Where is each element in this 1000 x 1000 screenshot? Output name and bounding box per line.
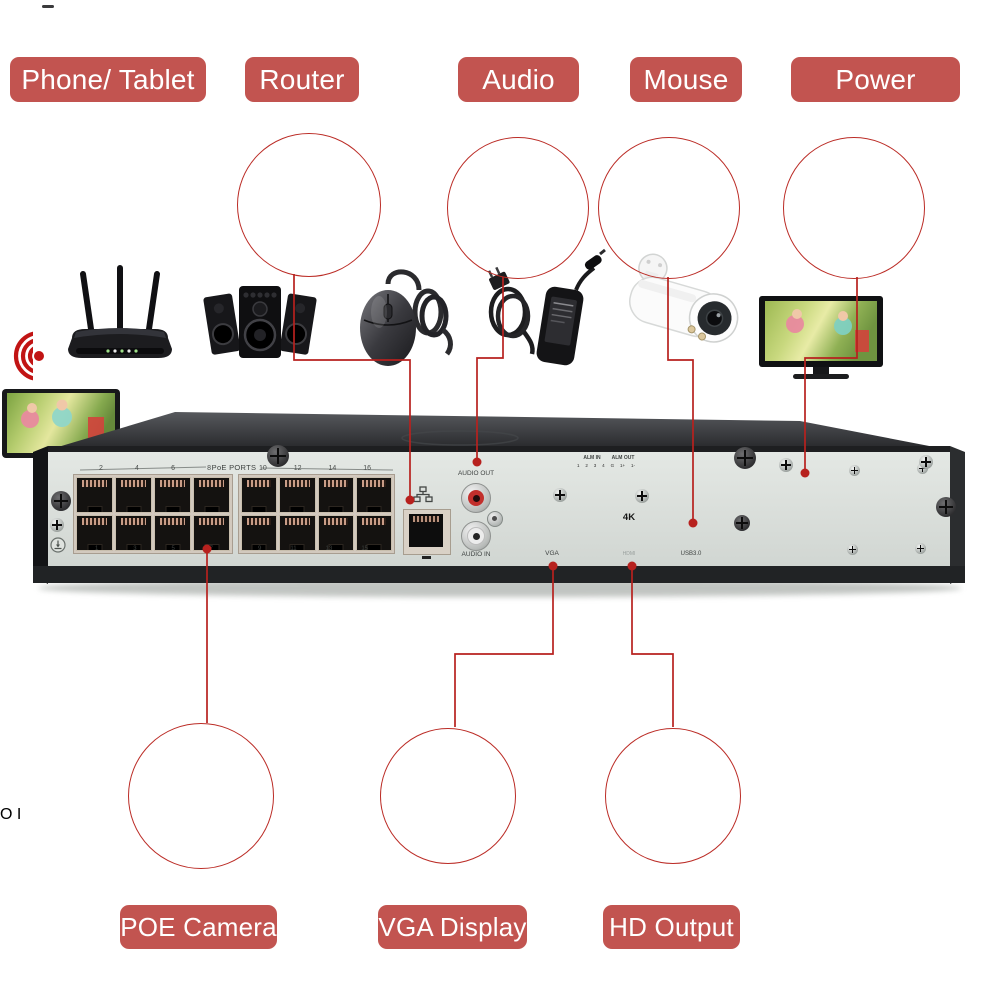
mouse-ring bbox=[598, 137, 740, 279]
ground-symbol-icon bbox=[50, 537, 66, 553]
panel-screw bbox=[635, 489, 649, 503]
label-vga-display: VGA Display bbox=[378, 905, 527, 949]
alarm-in-label: ALM IN bbox=[583, 455, 601, 461]
wifi-signal-icon bbox=[13, 331, 44, 381]
panel-screw bbox=[936, 497, 956, 517]
vga-label: VGA bbox=[545, 550, 559, 557]
bnc-connector bbox=[487, 511, 503, 527]
connector-dot bbox=[688, 518, 698, 528]
usb3-port bbox=[0, 610, 34, 631]
connector-dot bbox=[472, 457, 482, 467]
fan-decal bbox=[24, 982, 975, 1000]
label-mouse: Mouse bbox=[630, 57, 742, 102]
poe-port bbox=[154, 477, 191, 513]
connector-dot bbox=[627, 561, 637, 571]
power-inlet bbox=[0, 726, 57, 806]
label-audio-out: Audio Out bbox=[458, 57, 579, 140]
panel-screw bbox=[51, 491, 71, 511]
label-phone-tablet: Phone/ Tablet bbox=[10, 57, 206, 102]
vga-display-ring bbox=[380, 728, 516, 864]
power-supply-plate bbox=[0, 631, 87, 726]
connector-vga-to-display bbox=[454, 569, 554, 727]
poe-port bbox=[115, 477, 152, 513]
power-switch: O I bbox=[0, 806, 24, 858]
router-ring bbox=[237, 133, 381, 277]
panel-screw bbox=[919, 455, 933, 469]
poe-port bbox=[355, 477, 392, 513]
connector-dot bbox=[800, 468, 810, 478]
alarm-terminal-block bbox=[0, 571, 57, 589]
panel-screw bbox=[553, 488, 567, 502]
fan-screw bbox=[915, 543, 926, 554]
network-icon bbox=[413, 486, 433, 503]
vga-connector bbox=[0, 488, 48, 515]
speakers-ring bbox=[447, 137, 589, 279]
poe-port bbox=[279, 477, 316, 513]
power-switch-off-mark: O bbox=[0, 806, 13, 823]
router-icon bbox=[68, 265, 173, 358]
poe-port bbox=[193, 477, 230, 513]
vga-display-icon bbox=[758, 296, 883, 379]
tablet-icon bbox=[0, 0, 96, 132]
label-hd-output: HD Output bbox=[603, 905, 740, 949]
panel-screw bbox=[734, 515, 750, 531]
hdmi-label: HDMI bbox=[622, 551, 636, 557]
hdmi-4k-label: 4K bbox=[622, 512, 636, 523]
audio-in-rca bbox=[461, 521, 491, 551]
alarm-terminal-tabs bbox=[0, 557, 54, 571]
hd-output-ring bbox=[605, 728, 741, 864]
usb3-label: USB3.0 bbox=[680, 551, 702, 557]
alarm-out-label: ALM OUT bbox=[611, 455, 635, 461]
fan-housing bbox=[0, 858, 91, 957]
poe-port-block-1 bbox=[73, 474, 233, 554]
power-adapter-icon bbox=[487, 248, 606, 366]
audio-in-label: AUDIO IN bbox=[461, 551, 491, 558]
audio-out-rca bbox=[461, 483, 491, 513]
poe-port bbox=[241, 477, 278, 513]
fan-screw bbox=[847, 544, 858, 555]
hdmi-port bbox=[0, 589, 53, 610]
panel-screw bbox=[734, 447, 756, 469]
panel-screw bbox=[267, 445, 289, 467]
poe-port bbox=[317, 477, 354, 513]
panel-screw bbox=[779, 458, 793, 472]
lan-port bbox=[409, 514, 443, 547]
power-switch-on-mark: I bbox=[16, 806, 22, 823]
label-router: Router bbox=[245, 57, 359, 102]
poe-port bbox=[76, 477, 113, 513]
poe-port-block-2 bbox=[238, 474, 395, 554]
lan-port-tab bbox=[422, 556, 431, 559]
panel-screw bbox=[50, 518, 64, 532]
connector-hdmi-to-monitor bbox=[631, 569, 674, 727]
fan-screw bbox=[849, 465, 860, 476]
mouse-icon bbox=[360, 269, 454, 366]
connector-dot bbox=[548, 561, 558, 571]
label-poe-camera: POE Camera bbox=[120, 905, 277, 949]
label-power-adapter: Power Adapter bbox=[791, 57, 960, 140]
power-adapter-ring bbox=[783, 137, 925, 279]
poe-camera-ring bbox=[128, 723, 274, 869]
phone-icon bbox=[0, 7, 56, 242]
audio-out-label: AUDIO OUT bbox=[457, 470, 495, 477]
poe-ports-header: PoE PORTS bbox=[211, 463, 257, 472]
fan-grille bbox=[0, 957, 82, 1000]
